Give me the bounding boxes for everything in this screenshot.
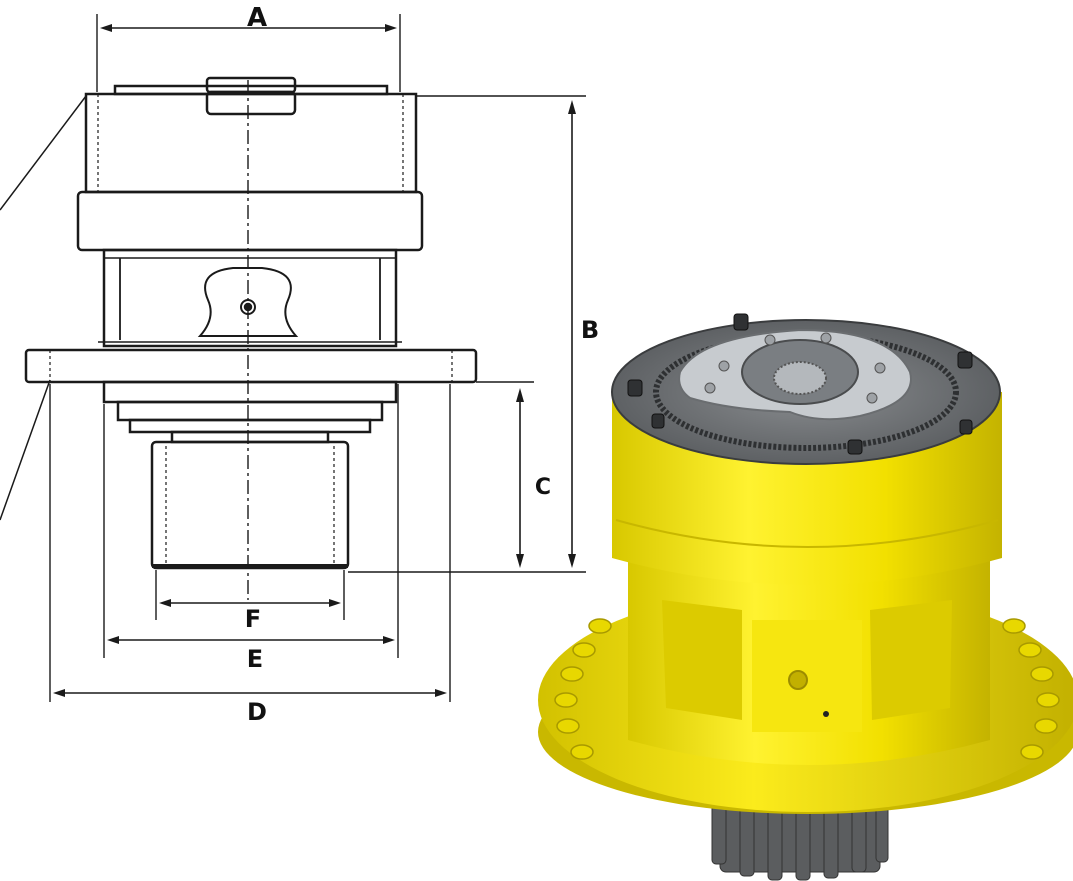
window-cutout (197, 267, 299, 337)
dim-a-arrow-left (100, 24, 112, 32)
dim-b-arrow-top (568, 100, 576, 114)
photo-band-line (615, 519, 999, 548)
dim-d-arrow-right (435, 689, 447, 697)
upper-housing (84, 92, 418, 194)
photo-top-bolts (627, 313, 973, 455)
mounting-flange (24, 348, 478, 384)
dim-e-arrow-left (107, 636, 119, 644)
pilot-step-1 (102, 380, 398, 404)
dim-f-arrow-left (159, 599, 171, 607)
leader-line-lower (0, 379, 51, 521)
dim-label-b: B (581, 316, 599, 344)
photo-window-right (870, 600, 952, 720)
dim-e-arrow-right (383, 636, 395, 644)
dim-label-a: A (247, 3, 267, 33)
flange-bolt-holes (554, 618, 1060, 760)
leader-line-upper (0, 95, 87, 211)
dim-label-d: D (247, 698, 267, 726)
dim-label-f: F (245, 605, 261, 633)
output-shaft (150, 440, 350, 570)
photo-port (788, 670, 808, 690)
photo-sun-gear (773, 361, 827, 395)
top-keyway (205, 90, 297, 116)
dim-b-arrow-bottom (568, 554, 576, 568)
technical-drawing (0, 14, 586, 702)
dim-label-c: C (535, 475, 551, 500)
photo-carrier-bolts (704, 332, 886, 404)
dim-d-arrow-left (53, 689, 65, 697)
ring-gear-band (76, 190, 424, 252)
photo-port-screw (823, 711, 829, 717)
dim-label-e: E (247, 645, 263, 673)
photo-window-left (662, 600, 742, 720)
waist-section (102, 248, 398, 348)
dim-c-arrow-top (516, 388, 524, 402)
product-photo (538, 313, 1073, 881)
dim-a-arrow-right (385, 24, 397, 32)
pilot-step-2 (116, 400, 384, 422)
dim-f-arrow-right (329, 599, 341, 607)
dim-c-arrow-bottom (516, 554, 524, 568)
pilot-step-3 (128, 418, 372, 434)
shaft-collar (170, 430, 330, 444)
